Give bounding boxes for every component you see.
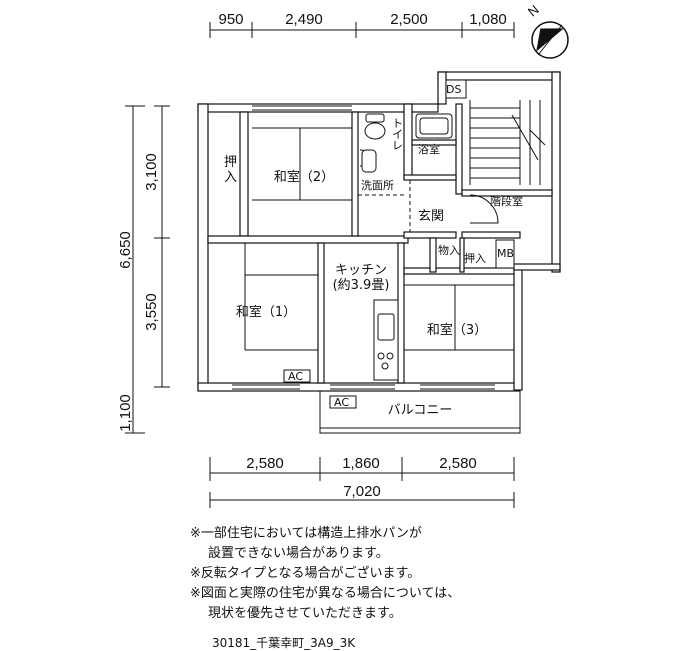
tatami-lines — [244, 127, 514, 351]
label-ac-room: AC — [288, 370, 303, 383]
label-washitsu2: 和室（2） — [274, 169, 334, 185]
entrance-door-icon — [469, 194, 499, 224]
label-toilet: トイレ — [392, 117, 403, 152]
stairs — [469, 100, 546, 185]
label-washitsu1: 和室（1） — [236, 304, 296, 320]
left-dim-3: 1,100 — [117, 394, 134, 432]
label-balcony: バルコニー — [388, 403, 453, 418]
label-oshiire-right: 押入 — [464, 251, 486, 265]
top-dimension-line — [209, 22, 515, 38]
top-dim-1: 950 — [218, 11, 243, 28]
left-dimension-line — [125, 105, 170, 434]
windows — [232, 105, 495, 390]
note-line: 設置できない場合があります。 — [208, 546, 389, 561]
label-bathroom: 浴室 — [418, 142, 440, 156]
bottom-dim-1: 2,580 — [246, 455, 284, 472]
washbasin-icon — [361, 149, 377, 173]
stove-burner-icon — [386, 352, 394, 360]
top-dim-4: 1,080 — [469, 11, 507, 28]
label-mb: MB — [497, 247, 514, 260]
compass-n-label: N — [525, 2, 542, 20]
plan-code: 30181_千葉幸町_3A9_3K — [212, 636, 356, 650]
label-mono: 物入 — [438, 243, 460, 257]
left-dim-1: 3,100 — [143, 153, 160, 191]
ac-unit-balcony — [329, 395, 357, 409]
label-kitchen-1: キッチン — [335, 263, 387, 278]
label-toilet-group: トイレ — [392, 117, 403, 152]
stove-burner-icon — [377, 352, 385, 360]
kitchen-counter — [373, 299, 399, 381]
ac-unit-room — [283, 369, 311, 383]
bottom-dimension-line — [209, 457, 515, 508]
mb-box — [495, 239, 515, 269]
toilet-icon — [364, 113, 386, 140]
bottom-dim-3: 2,580 — [439, 455, 477, 472]
label-stairwell: 階段室 — [490, 194, 523, 208]
notes: ※一部住宅においては構造上排水パンが 設置できない場合があります。 ※反転タイプ… — [190, 524, 460, 624]
label-kitchen-2: (約3.9畳) — [333, 278, 390, 293]
door-lines — [324, 180, 411, 244]
label-oshiire-left-group: 押入 — [224, 155, 237, 185]
stove-burner-icon — [381, 362, 389, 370]
sink-icon — [377, 313, 395, 341]
top-dim-3: 2,500 — [390, 11, 428, 28]
label-washroom: 洗面所 — [361, 179, 394, 192]
label-entrance: 玄関 — [418, 209, 444, 224]
left-dim-total: 6,650 — [117, 231, 134, 269]
label-oshiire-left: 押入 — [224, 155, 237, 185]
walls — [197, 71, 561, 392]
note-line: ※反転タイプとなる場合がございます。 — [190, 566, 421, 581]
compass-icon: N — [525, 2, 569, 59]
label-ac-balcony: AC — [334, 396, 349, 409]
label-washitsu3: 和室（3） — [427, 322, 487, 338]
note-line: ※図面と実際の住宅が異なる場合については、 — [190, 586, 461, 601]
bathtub-icon — [415, 113, 453, 139]
bottom-dim-total: 7,020 — [343, 483, 381, 500]
note-line: 現状を優先させていただきます。 — [208, 606, 402, 621]
label-ds: DS — [446, 83, 461, 96]
note-line: ※一部住宅においては構造上排水パンが — [190, 526, 422, 541]
bottom-dim-2: 1,860 — [342, 455, 380, 472]
top-dim-2: 2,490 — [285, 11, 323, 28]
balcony — [319, 390, 521, 434]
ds-box — [445, 79, 467, 99]
left-dim-2: 3,550 — [143, 293, 160, 331]
